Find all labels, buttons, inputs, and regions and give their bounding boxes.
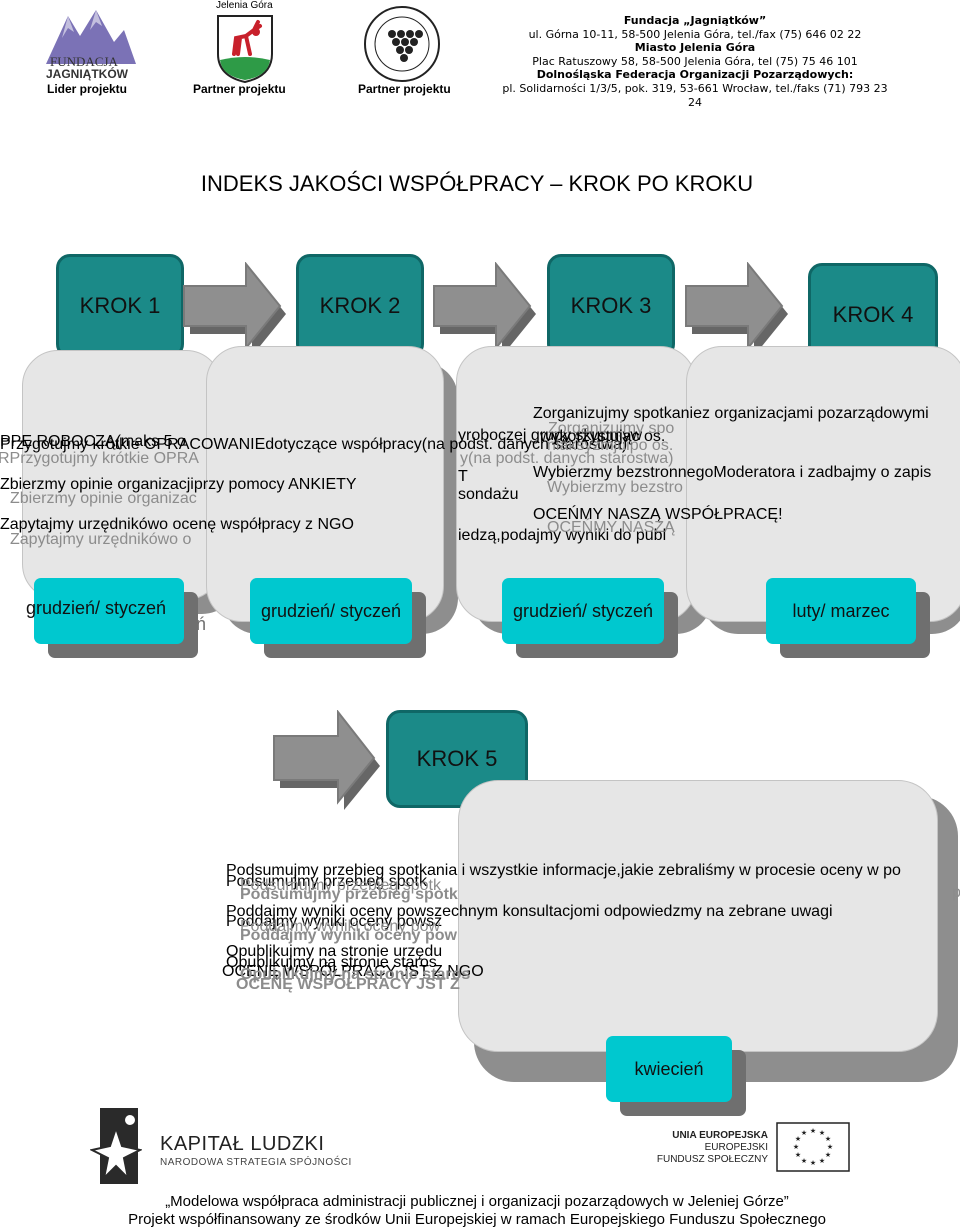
eu-label-line3: FUNDUSZ SPOŁECZNY <box>656 1154 768 1165</box>
step-5-ghost-text: Poddajmy wyniki oceny pow <box>240 918 441 935</box>
eu-label-line2: EUROPEJSKI <box>704 1142 768 1153</box>
kapital-ludzki-subtitle: NARODOWA STRATEGIA SPÓJNOŚCI <box>160 1157 352 1168</box>
eu-label-line1: UNIA EUROPEJSKA <box>672 1130 768 1141</box>
arrow-right-icon <box>685 262 788 356</box>
step-2-period: grudzień/ styczeń <box>250 578 412 644</box>
step-4-ghost-text: OCEŃMY NASZĄ <box>547 519 675 536</box>
step-5-text: OCENĘ WSPÓŁPRACY JST Z NGO <box>222 963 484 980</box>
step-5-text: Podsumujmy przebieg spotkania i wszystki… <box>226 862 901 879</box>
step-1-ghost-text: Zbierzmy opinie organizac <box>10 490 197 507</box>
step-4-text: Zorganizujmy spotkaniez organizacjami po… <box>533 405 929 422</box>
step-3-box: KROK 3 <box>547 254 675 358</box>
stray-glyph: ń <box>196 614 207 634</box>
kapital-ludzki-title: KAPITAŁ LUDZKI <box>160 1133 325 1155</box>
svg-text:★: ★ <box>793 1143 799 1151</box>
step-4-text: Wybierzmy bezstronnegoModeratora i zadba… <box>533 464 932 481</box>
step-5-ghost-text: Podsumujmy przebieg spotk <box>240 877 441 894</box>
step-5-box: KROK 5 <box>386 710 528 808</box>
contact-block: Fundacja „Jagniątków” ul. Górna 10-11, 5… <box>500 14 890 109</box>
contact-line: Plac Ratuszowy 58, 58-500 Jelenia Góra, … <box>532 54 858 68</box>
step-5-card <box>458 780 938 1052</box>
jelenia-gora-crest-icon <box>217 15 273 84</box>
step-5-text: Opublikujmy na stronie staros <box>226 954 437 971</box>
svg-text:★: ★ <box>801 1157 807 1165</box>
jelenia-gora-label: Jelenia Góra <box>216 0 273 11</box>
contact-line: ul. Górna 10-11, 58-500 Jelenia Góra, te… <box>528 27 862 41</box>
step-2-text: Zbierzmy opinie organizacjiprzy pomocy A… <box>0 476 357 493</box>
svg-text:★: ★ <box>819 1129 825 1137</box>
step-4-card <box>686 346 960 622</box>
logo-caption-partner-2: Partner projektu <box>358 82 451 96</box>
svg-text:★: ★ <box>801 1129 807 1137</box>
arrow-right-icon <box>273 710 380 810</box>
svg-text:★: ★ <box>795 1135 801 1143</box>
svg-text:★: ★ <box>819 1157 825 1165</box>
step-1-period-label: grudzień/ styczeń <box>26 598 167 618</box>
step-1-ghost-text: Zapytajmy urzędnikówo o <box>10 531 192 548</box>
contact-line: Fundacja „Jagniątków” <box>623 14 767 27</box>
svg-text:★: ★ <box>825 1135 831 1143</box>
step-3-period: grudzień/ styczeń <box>502 578 664 644</box>
svg-text:★: ★ <box>827 1143 833 1151</box>
step-4-text: OCEŃMY NASZĄ WSPÓŁPRACĘ! <box>533 506 783 523</box>
federation-grapes-icon <box>364 6 440 82</box>
step-3-ghost-text: y(na podst. danych starostwa) <box>460 450 674 467</box>
step-5-text: Poddajmy wyniki oceny powsz <box>226 913 443 930</box>
step-1-box: KROK 1 <box>56 254 184 358</box>
contact-line: Dolnośląska Federacja Organizacji Pozarz… <box>536 68 854 82</box>
step-1-period: grudzień/ styczeń <box>26 578 184 644</box>
step-4-period: luty/ marzec <box>766 578 916 644</box>
footer-project-name: „Modelowa współpraca administracji publi… <box>165 1193 789 1210</box>
step-5-ghost-text: Opublikujmy na stronie staros <box>240 966 471 983</box>
step-3-text: wykorzystując os. <box>540 428 666 445</box>
footer-cofinancing: Projekt współfinansowany ze środków Unii… <box>128 1211 826 1228</box>
step-5-ghost-text: Podsumujmy przebieg spotk <box>240 886 458 903</box>
contact-line: Miasto Jelenia Góra <box>634 41 756 55</box>
logo-wordmark-line1: FUNDACJA <box>50 54 118 69</box>
step-3-card <box>456 346 696 622</box>
fundacja-jagniatkow-logo: FUNDACJA JAGNIĄTKÓW <box>44 6 138 84</box>
step-1-ghost-text: RPrzygotujmy krótkie OPRA <box>0 450 199 467</box>
arrow-right-icon <box>433 262 536 356</box>
step-5-text: Poddajmy wyniki oceny powszechnym konsul… <box>226 903 833 920</box>
step-5-period: kwiecień <box>606 1036 732 1102</box>
eu-flag-icon: ★★★ ★★★ ★★★ ★★★ <box>776 1122 850 1172</box>
svg-text:★: ★ <box>810 1159 816 1167</box>
svg-text:★: ★ <box>795 1151 801 1159</box>
step-3-text: yroboczej grupy skupmyw <box>458 427 643 444</box>
kapital-ludzki-star-icon <box>90 1108 142 1184</box>
logo-wordmark-line2: JAGNIĄTKÓW <box>46 67 128 81</box>
step-2-text: Przygotujmy krótkie OPRACOWANIEdotyczące… <box>0 436 628 453</box>
step-3-text: sondażu <box>458 486 519 503</box>
logo-caption-leader: Lider projektu <box>47 82 128 96</box>
step-5-ghost-text: OCENĘ WSPÓŁPRACY JST Z <box>236 976 460 993</box>
step-1-card <box>22 350 222 600</box>
step-4-ghost-text: Zorganizujmy spo <box>548 420 675 437</box>
step-3-text: iedzą,podajmy wyniki do publ <box>458 527 667 544</box>
step-2-box: KROK 2 <box>296 254 424 358</box>
stray-glyph: p <box>952 884 960 901</box>
svg-text:★: ★ <box>825 1151 831 1159</box>
contact-line: pl. Solidarności 1/3/5, pok. 319, 53-661… <box>502 81 888 109</box>
step-5-text: Podsumujmy przebieg spotk <box>226 873 427 890</box>
step-2-text: Zapytajmy urzędnikówo ocenę współpracy z… <box>0 516 354 533</box>
step-4-ghost-text: Wybierzmy bezstro <box>547 479 683 496</box>
step-5-text: Opublikujmy na stronie urzędu <box>226 943 443 960</box>
step-3-text: T <box>458 468 468 485</box>
logo-caption-partner-1: Partner projektu <box>193 82 286 96</box>
svg-text:★: ★ <box>810 1127 816 1135</box>
step-1-text: PPE ROBOCZĄ(maks 5 o <box>0 433 186 450</box>
mountains-icon <box>46 10 136 64</box>
step-4-ghost-text: niaksyzmjuipo os. <box>547 437 674 454</box>
page-title: INDEKS JAKOŚCI WSPÓŁPRACY – KROK PO KROK… <box>200 171 754 196</box>
arrow-right-icon <box>183 262 286 356</box>
step-5-ghost-text: Poddajmy wyniki oceny pow <box>240 927 457 944</box>
